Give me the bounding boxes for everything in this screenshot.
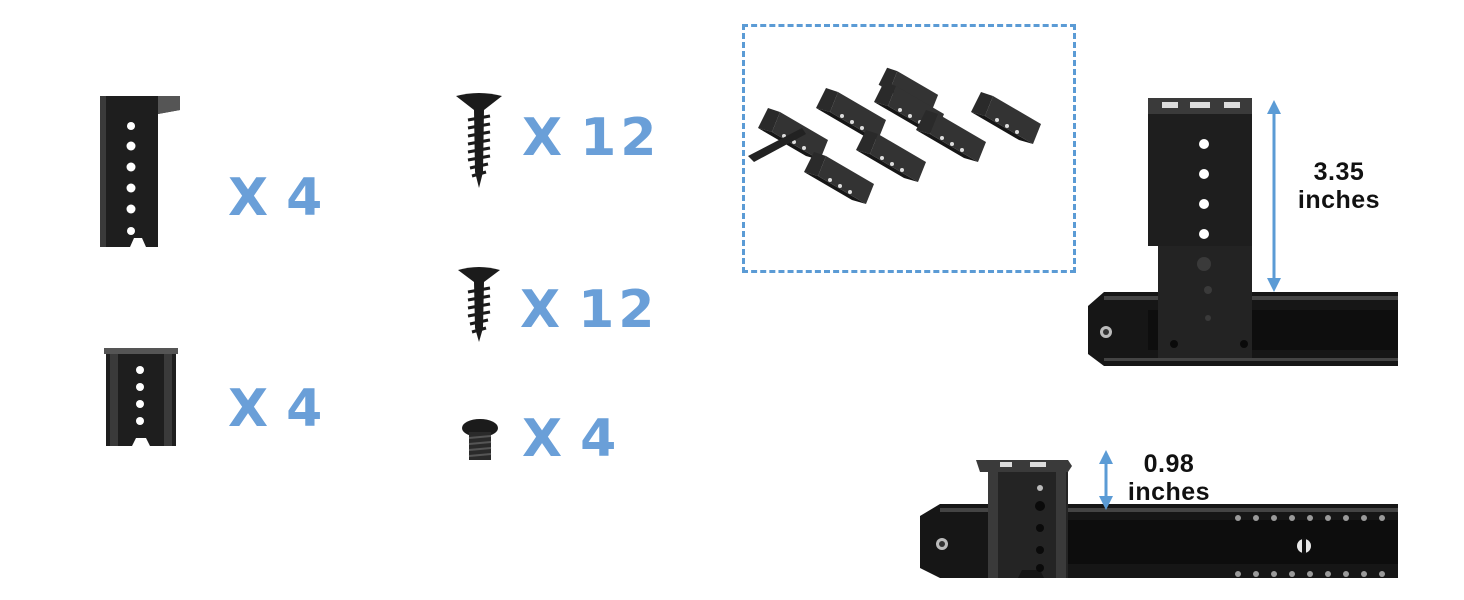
times-sign: X — [522, 409, 567, 469]
quantity-count: 12 — [578, 280, 659, 340]
quantity-count: 4 — [286, 168, 327, 228]
dimension-unit: inches — [1127, 478, 1211, 506]
tall-dimension-label: 3.35 inches — [1284, 158, 1394, 214]
tall-bracket-slide-icon — [1088, 98, 1398, 366]
bracket-set-icon — [748, 67, 1041, 204]
long-wood-screw-icon — [456, 93, 502, 188]
times-sign: X — [228, 168, 273, 228]
times-sign: X — [228, 379, 273, 439]
times-sign: X — [522, 108, 567, 168]
quantity-count: 4 — [580, 409, 621, 469]
bracket-set-frame — [742, 24, 1076, 273]
quantity-count: 12 — [580, 108, 661, 168]
dimension-unit: inches — [1297, 186, 1381, 214]
short-wood-screw-icon — [458, 267, 500, 342]
times-sign: X — [520, 280, 565, 340]
dimension-value: 3.35 — [1313, 158, 1365, 186]
tall-dimension-arrow — [1267, 100, 1281, 292]
quantity-count: 4 — [286, 379, 327, 439]
machine-screw-icon — [462, 419, 498, 460]
dimension-value: 0.98 — [1143, 450, 1195, 478]
tall-bracket-icon — [100, 96, 180, 247]
short-dimension-arrow — [1099, 450, 1113, 510]
short-bracket-icon — [104, 348, 178, 446]
short-bracket-slide-icon — [920, 460, 1398, 578]
short-dimension-label: 0.98 inches — [1114, 450, 1224, 506]
